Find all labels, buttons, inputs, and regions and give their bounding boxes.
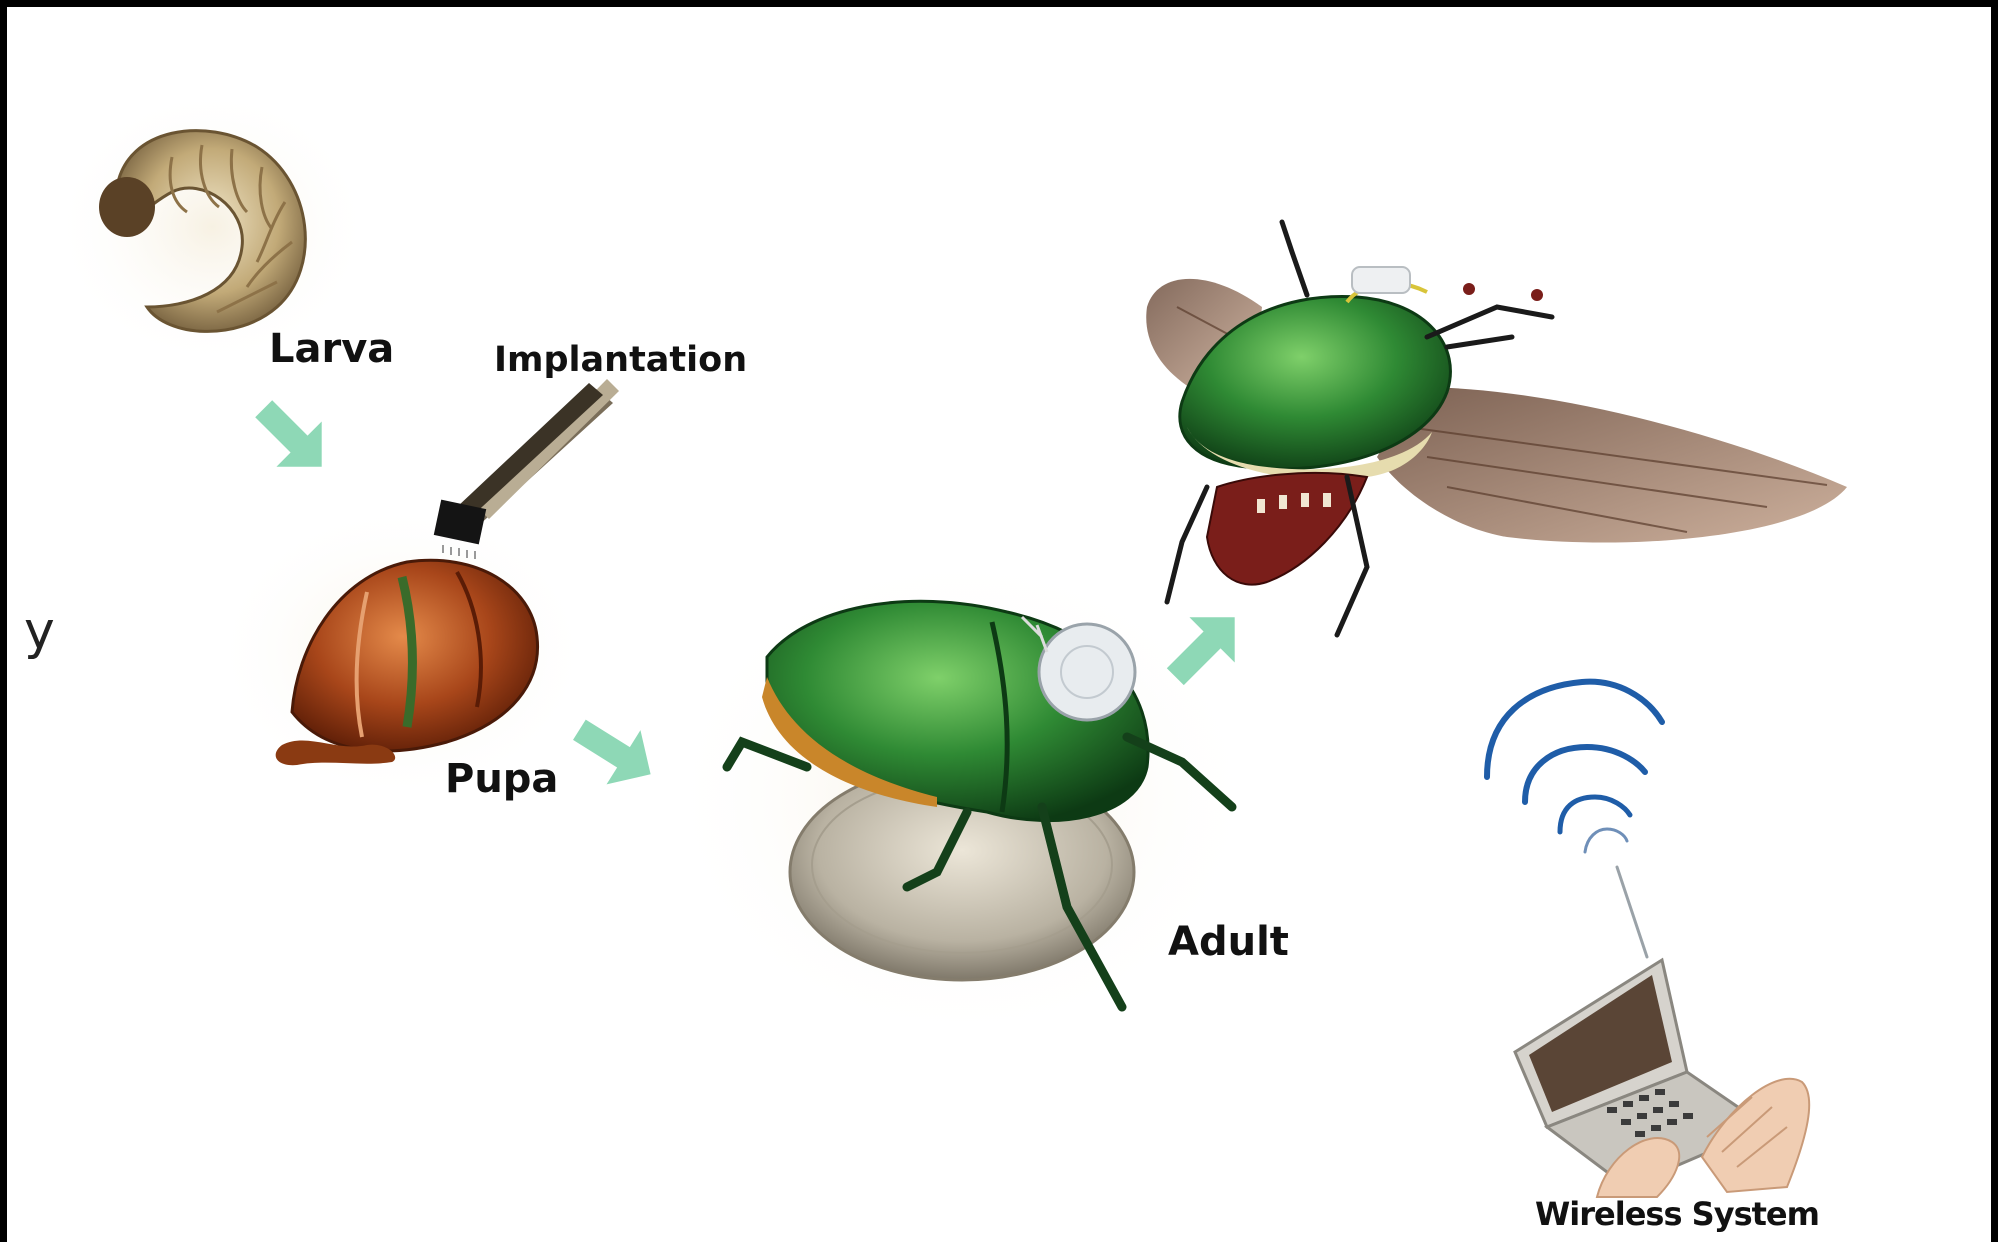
wireless-system-label: Wireless System xyxy=(1535,1198,1819,1230)
stray-glyph: y xyxy=(24,605,55,657)
wireless-signal-icon xyxy=(1487,682,1662,957)
laptop-with-hands xyxy=(1515,960,1809,1197)
tweezers-with-chip xyxy=(434,379,619,559)
implantation-label: Implantation xyxy=(494,343,747,378)
pupa-label: Pupa xyxy=(445,759,558,799)
flying-beetle xyxy=(1146,222,1847,635)
adult-label: Adult xyxy=(1168,922,1289,962)
arrow-larva-to-pupa xyxy=(241,386,344,489)
figure-frame: Larva Implantation Pupa Adult Wireless S… xyxy=(7,7,1991,1242)
lifecycle-illustration xyxy=(7,7,1991,1242)
arrow-pupa-to-adult xyxy=(562,703,667,802)
larva-label: Larva xyxy=(269,329,394,369)
